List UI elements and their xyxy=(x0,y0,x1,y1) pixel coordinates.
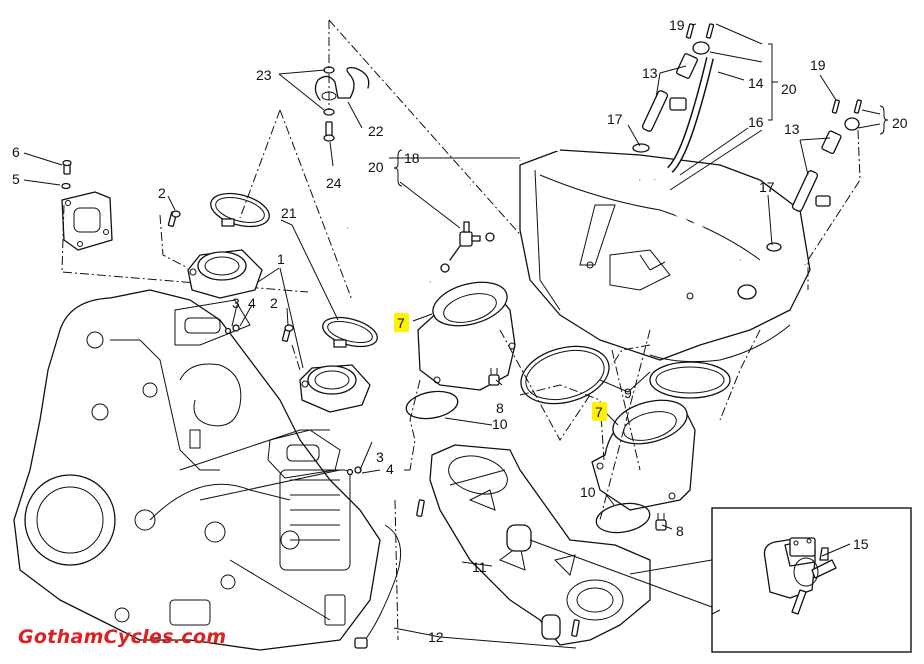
callout-8-left: 8 xyxy=(496,400,504,416)
callout-2: 2 xyxy=(158,185,166,201)
screw-12 xyxy=(416,499,580,637)
breather-hose xyxy=(299,182,471,303)
screw-19-d xyxy=(853,99,862,114)
washer-3 xyxy=(224,327,232,335)
throttle-body-assembly-11 xyxy=(429,444,721,646)
callout-7-left: 7 xyxy=(397,315,405,331)
callout-4-lower: 4 xyxy=(386,461,394,477)
airbox xyxy=(518,144,811,399)
callout-19-right: 19 xyxy=(810,57,826,73)
callout-5: 5 xyxy=(12,171,20,187)
screw-2-lower xyxy=(281,324,294,342)
callout-10-right: 10 xyxy=(580,484,596,500)
nut-4-lower xyxy=(354,466,362,474)
callout-6: 6 xyxy=(12,144,20,160)
hose-fitting-20-right xyxy=(844,117,860,131)
callout-7-right: 7 xyxy=(595,404,603,420)
throttle-body-7-right xyxy=(591,399,696,511)
screw-19-a xyxy=(685,23,695,39)
cover-plate xyxy=(61,191,113,251)
bracket-22 xyxy=(314,67,370,101)
callout-21: 21 xyxy=(281,205,297,221)
screw-6 xyxy=(62,159,72,175)
hose-clamp-21-upper xyxy=(210,192,270,228)
callout-15: 15 xyxy=(853,536,869,552)
washer-5 xyxy=(61,182,71,190)
bracket-20-top xyxy=(768,43,778,121)
callout-22: 22 xyxy=(368,123,384,139)
injector-13-left xyxy=(641,53,698,132)
leader-lines xyxy=(23,23,881,649)
nut-4 xyxy=(232,324,240,332)
washer-3-lower xyxy=(346,468,354,476)
gasket-10-right xyxy=(595,502,651,534)
callout-14: 14 xyxy=(748,75,764,91)
gasket-10-left xyxy=(405,390,459,420)
screw-19-c xyxy=(831,99,840,114)
t-fitting xyxy=(440,221,495,273)
hose-fitting-20 xyxy=(692,41,710,55)
screw-19-b xyxy=(705,23,715,39)
throttle-body-7-left xyxy=(417,281,516,391)
bracket-20-right xyxy=(879,105,889,135)
hose-clamp-21-lower xyxy=(322,316,378,348)
callout-8-right: 8 xyxy=(676,523,684,539)
callout-9: 9 xyxy=(624,385,632,401)
sensor-8-right xyxy=(655,513,667,531)
callout-2-lower: 2 xyxy=(270,295,278,311)
callout-13-left: 13 xyxy=(642,65,658,81)
callout-12: 12 xyxy=(428,629,444,645)
assembly-line-right xyxy=(807,129,861,290)
highlight-part-7-left xyxy=(394,313,409,332)
callout-11: 11 xyxy=(472,559,487,575)
callout-23: 23 xyxy=(256,67,272,83)
callout-4: 4 xyxy=(248,295,256,311)
callout-10-left: 10 xyxy=(492,416,508,432)
callout-20-top: 20 xyxy=(781,81,797,97)
gothamcycles-watermark: GothamCycles.com xyxy=(18,626,227,648)
o-ring-17-right xyxy=(766,242,782,252)
callout-24: 24 xyxy=(326,175,342,191)
bracket-20-left xyxy=(393,149,403,187)
highlight-part-7-right xyxy=(592,402,607,421)
injector-13-right xyxy=(791,130,842,212)
callout-13-right: 13 xyxy=(784,121,800,137)
engine-block xyxy=(13,289,402,651)
sensor-8-left xyxy=(488,368,500,386)
intake-manifold-1-lower xyxy=(299,364,371,413)
fuel-hose-14 xyxy=(667,57,714,173)
intake-manifold-1-upper xyxy=(187,249,263,299)
callout-1: 1 xyxy=(277,251,285,267)
callout-17-right: 17 xyxy=(759,179,775,195)
o-ring-17-left xyxy=(632,143,650,153)
callout-3: 3 xyxy=(232,295,240,311)
callout-20-right: 20 xyxy=(892,115,908,131)
pressure-regulator-15 xyxy=(763,537,837,615)
callout-19-left: 19 xyxy=(669,17,685,33)
callout-18: 18 xyxy=(404,150,420,166)
assembly-line-center xyxy=(499,329,591,441)
assembly-line xyxy=(61,204,309,293)
gasket-9 xyxy=(520,345,610,405)
bolt-24 xyxy=(323,121,335,142)
screw-2-upper xyxy=(167,210,181,227)
callout-3-lower: 3 xyxy=(376,449,384,465)
callout-16: 16 xyxy=(748,114,764,130)
callout-20-left: 20 xyxy=(368,159,384,175)
callout-17-left: 17 xyxy=(607,111,623,127)
